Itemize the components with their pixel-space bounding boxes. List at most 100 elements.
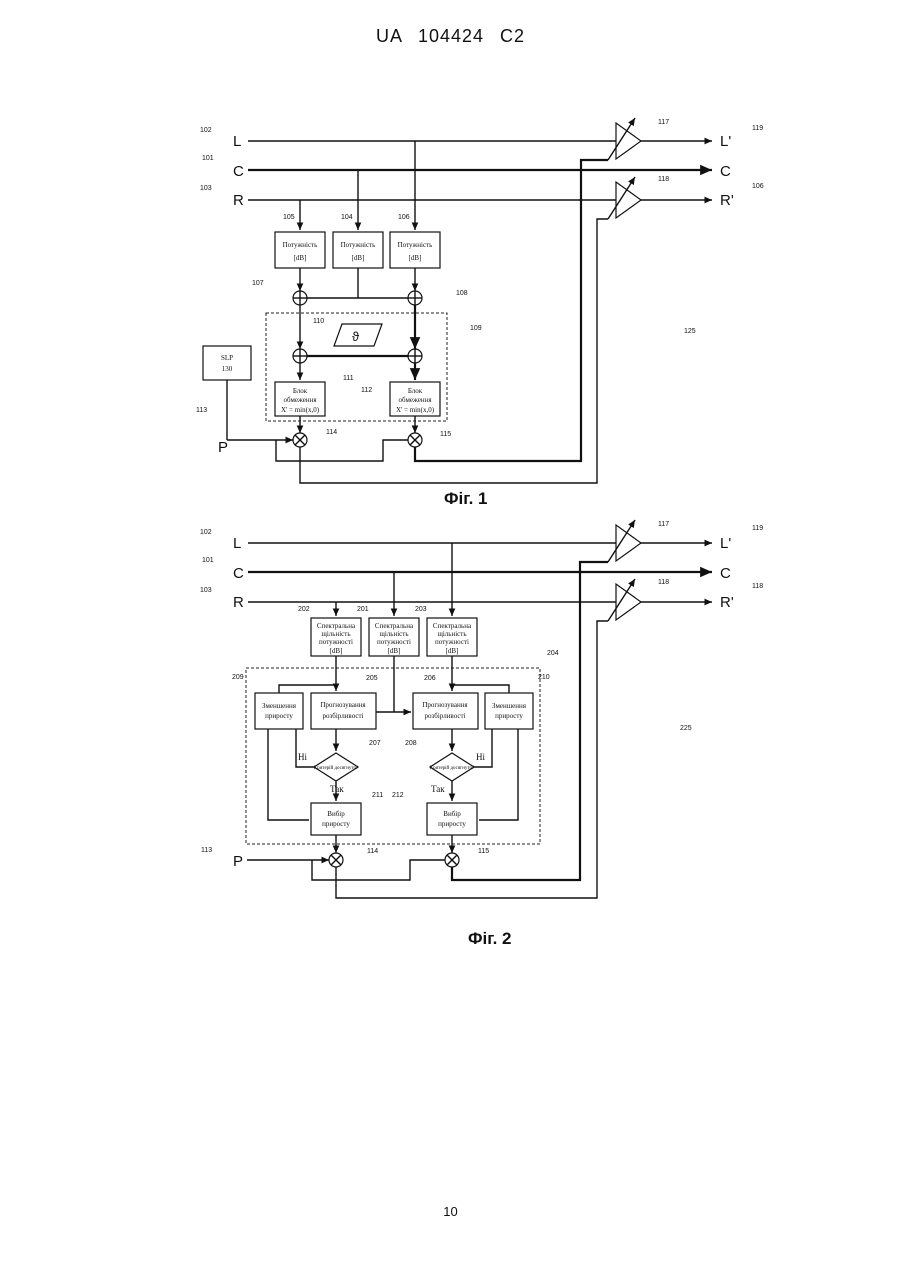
svg-text:118: 118 [658,176,669,183]
svg-text:розбірливості: розбірливості [323,712,364,720]
svg-text:117: 117 [658,521,669,528]
svg-text:обмеження: обмеження [283,396,317,404]
svg-text:[dB]: [dB] [446,647,459,655]
fig1-caption: Фіг. 1 [444,489,488,508]
output-l-label: L' [720,133,731,150]
svg-text:Ні: Ні [298,752,307,762]
svg-text:Потужність: Потужність [341,241,376,249]
svg-text:211: 211 [372,792,383,799]
svg-text:SLP: SLP [221,354,233,362]
svg-text:Зменшення: Зменшення [262,702,297,710]
svg-text:приросту: приросту [265,712,293,720]
svg-text:щільність: щільність [437,630,466,638]
svg-text:Блок: Блок [293,387,308,395]
svg-text:приросту: приросту [438,820,466,828]
svg-text:[dB]: [dB] [409,254,422,262]
input-r-label: R [233,192,244,209]
svg-text:потужності: потужності [435,638,469,646]
svg-text:[dB]: [dB] [330,647,343,655]
svg-text:R': R' [720,594,734,611]
svg-text:Потужність: Потужність [398,241,433,249]
power-block-104 [333,232,383,268]
svg-text:119: 119 [752,525,763,532]
svg-text:104: 104 [341,214,353,221]
svg-text:[dB]: [dB] [294,254,307,262]
svg-text:207: 207 [369,740,381,747]
input-l-label: L [233,133,241,150]
fig2-input-c: C [233,565,244,582]
svg-text:Потужність: Потужність [283,241,318,249]
svg-text:225: 225 [680,725,692,732]
svg-text:209: 209 [232,674,244,681]
ref-101: 101 [202,155,214,162]
svg-text:201: 201 [357,606,369,613]
svg-text:108: 108 [456,290,468,297]
svg-text:Вибір: Вибір [443,810,461,818]
svg-text:Вибір: Вибір [327,810,345,818]
svg-text:обмеження: обмеження [398,396,432,404]
svg-text:114: 114 [367,848,378,855]
svg-text:111: 111 [343,375,354,382]
svg-text:210: 210 [538,674,550,681]
svg-text:119: 119 [752,125,763,132]
svg-text:Блок: Блок [408,387,423,395]
svg-text:Критерій досягнуто?: Критерій досягнуто? [430,766,475,771]
svg-text:Так: Так [431,784,445,794]
svg-text:107: 107 [252,280,264,287]
svg-text:113: 113 [201,847,212,854]
input-c-label: C [233,163,244,180]
svg-text:C: C [720,565,731,582]
svg-text:Спектральна: Спектральна [317,622,356,630]
svg-text:щільність: щільність [321,630,350,638]
fig2-input-l: L [233,535,241,552]
svg-text:P: P [233,853,243,870]
svg-text:Спектральна: Спектральна [433,622,472,630]
svg-text:розбірливості: розбірливості [425,712,466,720]
svg-text:125: 125 [684,328,696,335]
svg-text:118: 118 [658,579,669,586]
svg-text:212: 212 [392,792,404,799]
svg-text:115: 115 [440,431,451,438]
svg-text:Зменшення: Зменшення [492,702,527,710]
svg-text:202: 202 [298,606,310,613]
svg-text:Спектральна: Спектральна [375,622,414,630]
svg-text:X' = min(x,0): X' = min(x,0) [396,406,435,414]
svg-text:Прогнозування: Прогнозування [422,701,468,709]
power-block-106 [390,232,440,268]
svg-text:потужності: потужності [377,638,411,646]
output-c-label: C [720,163,731,180]
svg-text:130: 130 [222,365,233,373]
svg-text:106: 106 [752,183,764,190]
svg-text:щільність: щільність [379,630,408,638]
svg-text:106: 106 [398,214,410,221]
svg-text:Прогнозування: Прогнозування [320,701,366,709]
svg-text:118: 118 [752,583,763,590]
svg-text:117: 117 [658,119,669,126]
fig2-input-r: R [233,594,244,611]
svg-text:Так: Так [330,784,344,794]
svg-text:109: 109 [470,325,482,332]
svg-text:[dB]: [dB] [388,647,401,655]
svg-text:205: 205 [366,675,378,682]
svg-text:206: 206 [424,675,436,682]
svg-text:приросту: приросту [495,712,523,720]
output-r-label: R' [720,192,734,209]
svg-text:[dB]: [dB] [352,254,365,262]
figure-2: 102 L 101 C 103 R 117 118 L' 119 C R' 11… [200,520,763,948]
svg-text:203: 203 [415,606,427,613]
svg-text:X' = min(x,0): X' = min(x,0) [281,406,320,414]
svg-text:L': L' [720,535,731,552]
figure-1: 102 L 101 C 103 R 117 118 L' 119 C R' 10… [196,118,764,508]
svg-text:приросту: приросту [322,820,350,828]
svg-text:208: 208 [405,740,417,747]
svg-text:105: 105 [283,214,295,221]
svg-text:101: 101 [202,557,214,564]
slp-block [203,346,251,380]
ref-103: 103 [200,185,212,192]
svg-text:потужності: потужності [319,638,353,646]
svg-text:102: 102 [200,529,212,536]
svg-text:204: 204 [547,650,559,657]
svg-text:110: 110 [313,318,324,325]
page-number: 10 [0,1204,901,1219]
